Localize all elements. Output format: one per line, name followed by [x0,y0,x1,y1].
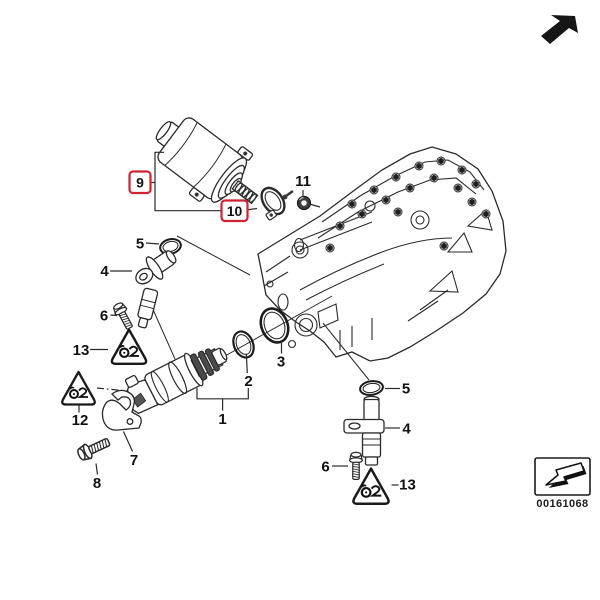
label-leaders [78,242,400,486]
callout-4-top[interactable]: 4 [100,263,109,280]
camshaft-sensor-top [135,250,177,329]
callout-3[interactable]: 3 [277,354,285,371]
callout-10[interactable]: 10 [227,203,243,219]
diagram-stamp: 00161068 [534,457,591,510]
vanos-actuator-motor [155,117,259,205]
stamp-arrow-icon [545,462,587,488]
callout-9[interactable]: 9 [136,175,144,191]
warning-triangle-13-top [110,328,148,365]
callout-11[interactable]: 11 [295,173,311,190]
retaining-clamp [260,186,286,221]
stamp-code: 00161068 [536,498,588,510]
threaded-shaft [231,179,259,205]
sensor-bolt-bottom [349,451,363,480]
vanos-solenoid-valve [124,347,228,415]
callout-5-top[interactable]: 5 [136,236,144,253]
callout-6-bottom[interactable]: 6 [321,459,329,476]
callout-8[interactable]: 8 [93,475,101,492]
clamp-screw [282,189,294,200]
sensor-bolt-top [110,300,136,332]
callout-6-top[interactable]: 6 [100,308,108,325]
callout-10-highlight[interactable]: 10 [220,199,249,223]
bracket-bolt [74,434,113,464]
o-ring-2 [232,330,255,359]
seal-grommet [296,195,312,211]
callout-12[interactable]: 12 [72,412,89,429]
camshaft-sensor-bottom [343,395,385,466]
callout-13-top[interactable]: 13 [73,342,90,359]
callout-9-highlight[interactable]: 9 [128,170,152,195]
callout-5-bottom[interactable]: 5 [402,381,410,398]
callout-1[interactable]: 1 [218,411,226,428]
callout-2[interactable]: 2 [244,373,252,390]
callout-7[interactable]: 7 [130,452,138,469]
callout-13-bottom[interactable]: 13 [399,477,416,494]
callout-4-bottom[interactable]: 4 [402,421,411,438]
o-ring-5-bottom [359,380,384,396]
warning-triangle-12 [61,370,96,406]
o-ring-3 [259,307,290,344]
page-arrow-icon[interactable] [541,15,578,44]
cylinder-head [257,146,507,362]
support-bracket [101,389,142,431]
